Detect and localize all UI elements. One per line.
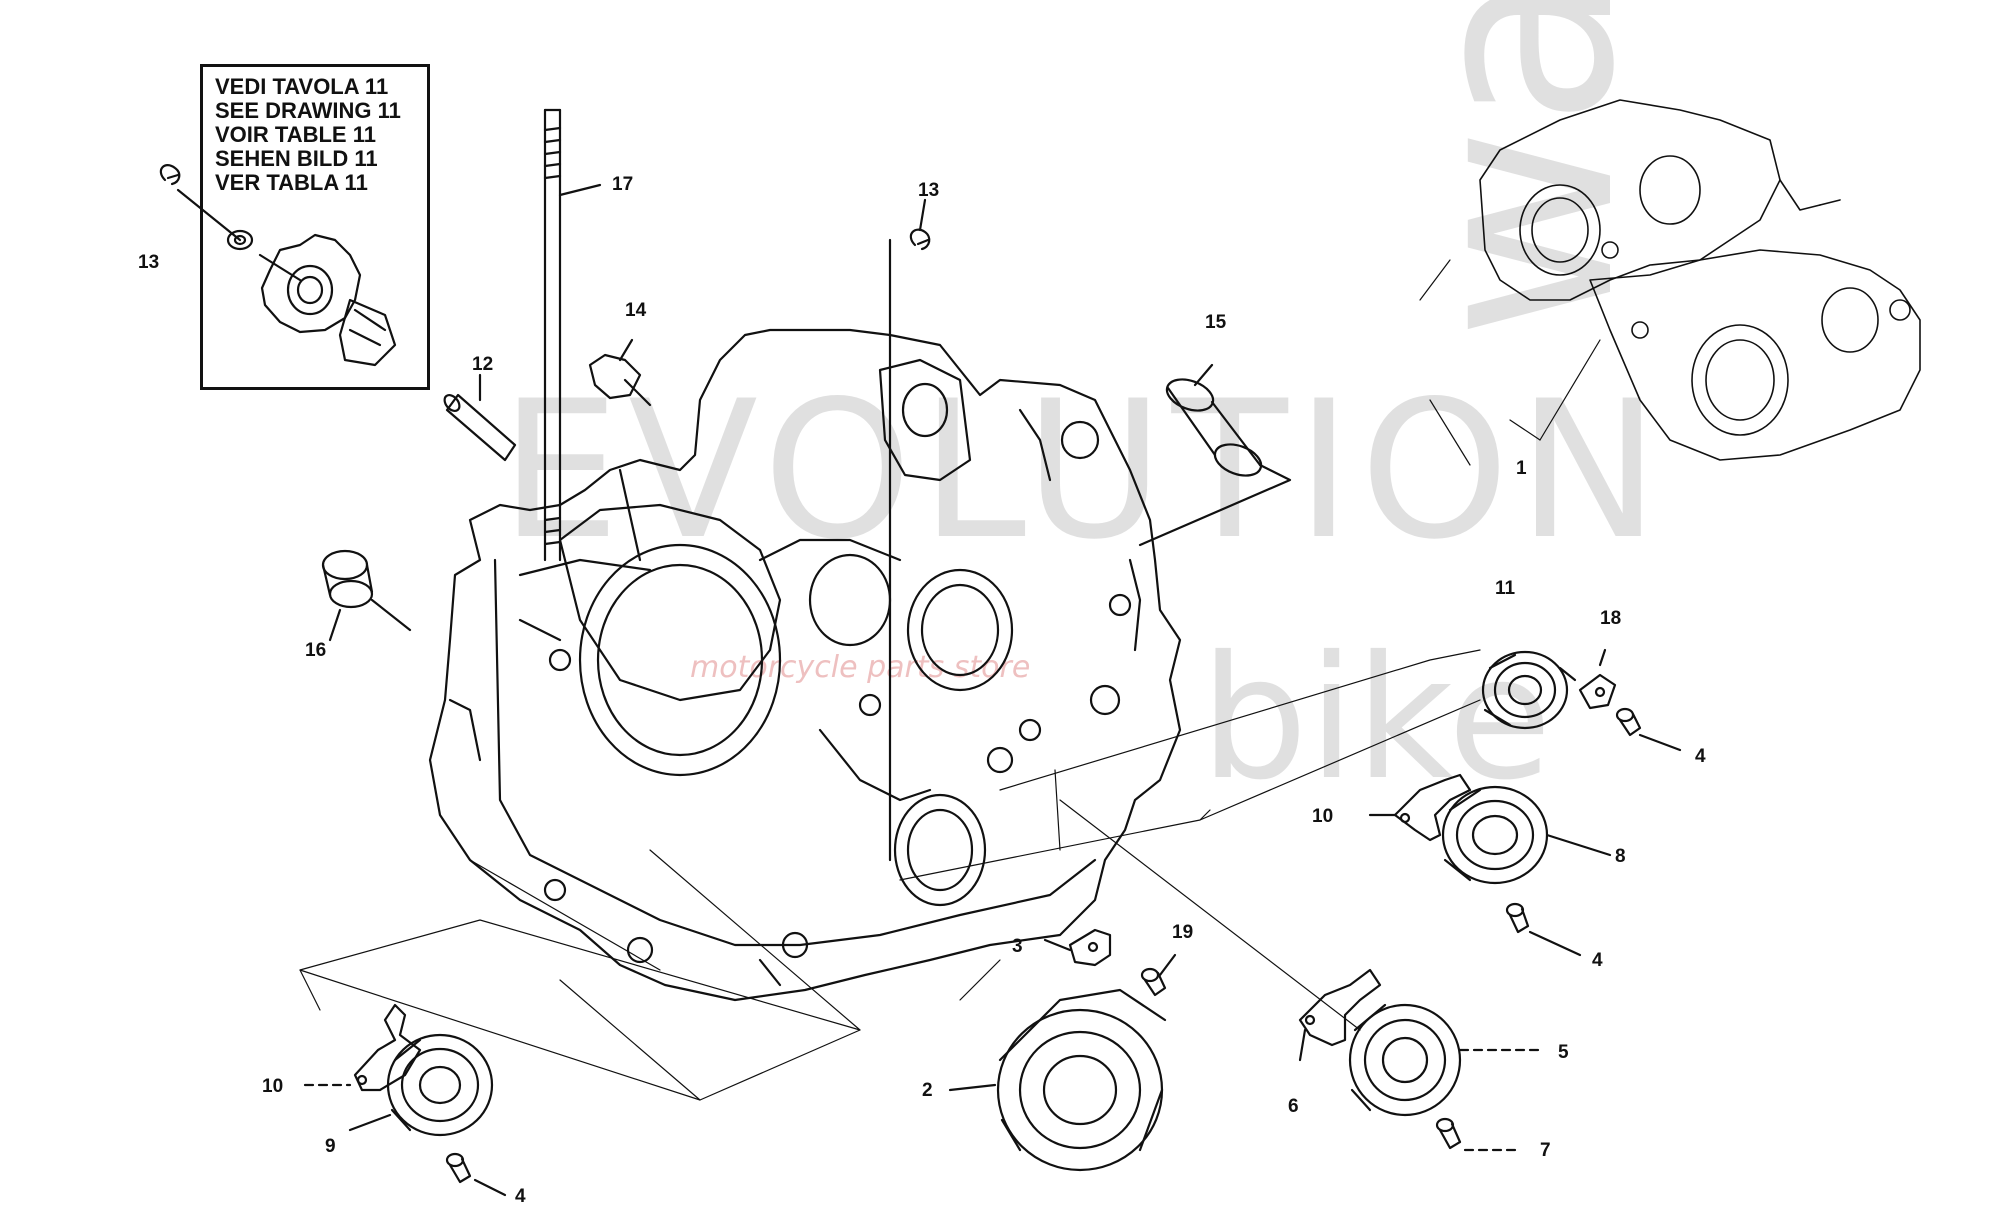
callout-8: 8 [1615, 846, 1626, 867]
screw-4-bottom [445, 1152, 507, 1197]
callout-9: 9 [325, 1136, 336, 1157]
bushing-15 [1138, 363, 1292, 547]
plate-18 [1578, 648, 1617, 710]
reference-line: VEDI TAVOLA 11 [215, 74, 389, 99]
callout-6: 6 [1288, 1096, 1299, 1117]
callout-4-bottom: 4 [515, 1186, 526, 1207]
bearing-5 [1348, 1003, 1542, 1117]
bearing-8 [1441, 785, 1612, 885]
bearing-11 [1481, 650, 1577, 730]
callout-2: 2 [922, 1080, 933, 1101]
callout-4-top: 4 [1695, 746, 1706, 767]
assembly-lines [299, 259, 1601, 1101]
callout-11: 11 [1495, 578, 1516, 599]
gear-assembly [159, 164, 397, 367]
bushing-16 [321, 549, 412, 642]
callout-13-center: 13 [918, 180, 940, 201]
circlip-13 [888, 198, 931, 862]
reference-line: SEHEN BILD 11 [215, 146, 378, 171]
callout-16: 16 [305, 640, 327, 661]
watermark-bike: bike [1200, 620, 1553, 818]
callout-13-left: 13 [138, 252, 160, 273]
sensor-14 [588, 338, 652, 407]
callout-10-right: 10 [1312, 806, 1334, 827]
plate-10-right [1368, 773, 1472, 842]
reference-text: VEDI TAVOLA 11 SEE DRAWING 11 VOIR TABLE… [215, 75, 401, 195]
crankcase-half [428, 328, 1182, 1002]
callout-19: 19 [1172, 922, 1194, 943]
callout-17: 17 [612, 174, 634, 195]
plate-3 [1043, 928, 1112, 967]
plate-6 [1298, 968, 1382, 1062]
watermark-main: EVOLUTION [500, 360, 1668, 581]
screw-19 [1140, 953, 1177, 997]
callout-18: 18 [1600, 608, 1622, 629]
screw-4-mid [1505, 902, 1582, 957]
screw-4-top [1615, 707, 1682, 752]
bearing-2 [948, 988, 1167, 1172]
plate-10-left [303, 1003, 422, 1092]
callout-5: 5 [1558, 1042, 1569, 1063]
dowel-pin-12 [443, 373, 517, 462]
callout-10-left: 10 [262, 1076, 284, 1097]
callout-4-mid: 4 [1592, 950, 1603, 971]
stud-17 [543, 108, 602, 562]
reference-line: VER TABLA 11 [215, 170, 368, 195]
reference-line: VOIR TABLE 11 [215, 122, 376, 147]
callout-14: 14 [625, 300, 647, 321]
callout-1: 1 [1516, 458, 1527, 479]
callout-15: 15 [1205, 312, 1227, 333]
reference-box: VEDI TAVOLA 11 SEE DRAWING 11 VOIR TABLE… [200, 64, 430, 390]
watermark-tagline: motorcycle parts store [690, 650, 1031, 685]
crankcase-inset [1479, 99, 1921, 461]
callout-7: 7 [1540, 1140, 1551, 1161]
callout-3: 3 [1012, 936, 1023, 957]
screw-7 [1435, 1117, 1522, 1152]
reference-line: SEE DRAWING 11 [215, 98, 401, 123]
callout-12: 12 [472, 354, 494, 375]
